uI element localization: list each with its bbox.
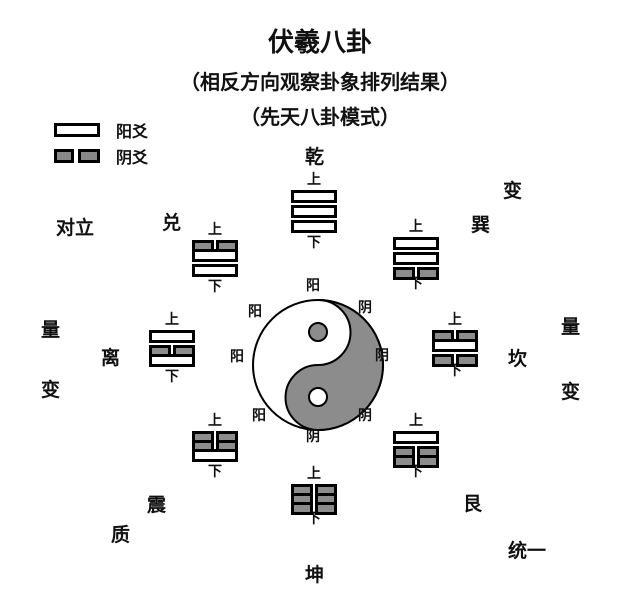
- yin-line-icon: [291, 484, 337, 497]
- yin-line-icon: [432, 330, 478, 343]
- annotation-change-right: 变: [561, 381, 581, 403]
- legend-yin-label: 阴爻: [116, 148, 149, 167]
- yin-line-icon: [192, 431, 238, 444]
- label-top: 上: [208, 413, 222, 429]
- trigram-name-zhen: 震: [147, 494, 167, 516]
- yang-line-icon: [393, 431, 439, 444]
- yin-line-icon: [149, 345, 195, 358]
- subtitle-observation: （相反方向观察卦象排列结果）: [180, 70, 460, 94]
- yang-line-icon: [192, 249, 238, 262]
- label-bottom: 下: [307, 511, 321, 527]
- subtitle-mode: （先天八卦模式）: [240, 105, 400, 129]
- trigram-dui: 上 下: [192, 222, 238, 295]
- label-top: 上: [165, 312, 179, 328]
- ring-label-top-left: 阳: [248, 304, 262, 320]
- yin-line-icon: [192, 240, 238, 253]
- label-top: 上: [409, 219, 423, 235]
- yang-line-icon: [291, 190, 337, 203]
- ring-label-left: 阳: [230, 349, 244, 365]
- trigram-gen: 上 下: [393, 413, 439, 480]
- label-bottom: 下: [165, 369, 179, 385]
- ring-label-right: 阴: [375, 348, 389, 364]
- yin-line-right-icon: [78, 149, 100, 163]
- annotation-change-top: 变: [503, 180, 523, 202]
- yin-line-icon: [432, 354, 478, 367]
- label-top: 上: [409, 413, 423, 429]
- yang-line-icon: [149, 354, 195, 367]
- yin-line-left-icon: [54, 149, 74, 163]
- label-top: 上: [307, 172, 321, 188]
- trigram-name-kan: 坎: [508, 348, 528, 370]
- label-top: 上: [307, 466, 321, 482]
- annotation-unity: 统一: [508, 540, 547, 562]
- yang-line-icon: [291, 205, 337, 218]
- trigram-name-xun: 巽: [471, 214, 491, 236]
- yin-yang-icon: [252, 299, 384, 432]
- ring-label-bottom-left: 阳: [252, 408, 266, 424]
- label-bottom: 下: [409, 464, 423, 480]
- trigram-name-kun: 坤: [305, 564, 325, 586]
- ring-label-bottom-right: 阴: [358, 408, 372, 424]
- annotation-quality: 质: [111, 524, 131, 546]
- yang-line-icon: [192, 264, 238, 277]
- trigram-name-qian: 乾: [305, 146, 325, 168]
- label-top: 上: [448, 312, 462, 328]
- yang-line-icon: [393, 252, 439, 265]
- label-bottom: 下: [307, 235, 321, 251]
- trigram-name-li: 离: [101, 347, 121, 369]
- ring-label-top-right: 阴: [358, 300, 372, 316]
- yin-line-icon: [393, 455, 439, 468]
- yang-line-icon: [192, 449, 238, 462]
- label-bottom: 下: [448, 363, 462, 379]
- legend-yang-label: 阳爻: [116, 122, 149, 141]
- yin-line-icon: [192, 440, 238, 453]
- ring-label-bottom: 阴: [306, 429, 320, 445]
- yang-line-icon: [291, 220, 337, 233]
- annotation-quantity-left: 量: [41, 319, 61, 341]
- yang-line-icon: [149, 330, 195, 343]
- ring-label-top: 阳: [306, 278, 320, 294]
- yang-line-icon: [54, 123, 100, 137]
- trigram-kan: 上 下: [432, 312, 478, 379]
- yang-line-icon: [393, 237, 439, 250]
- label-bottom: 下: [409, 276, 423, 292]
- yin-line-icon: [291, 493, 337, 506]
- trigram-kun: 上 下: [291, 466, 337, 527]
- trigram-name-gen: 艮: [463, 493, 483, 515]
- annotation-change-left: 变: [41, 379, 61, 401]
- diagram-title: 伏羲八卦: [267, 28, 372, 58]
- annotation-opposition: 对立: [56, 217, 95, 239]
- trigram-name-dui: 兑: [162, 212, 182, 234]
- yin-line-icon: [291, 502, 337, 515]
- trigram-xun: 上 下: [393, 219, 439, 292]
- yang-line-icon: [432, 339, 478, 352]
- yin-line-icon: [393, 267, 439, 280]
- label-bottom: 下: [208, 279, 222, 295]
- trigram-li: 上 下: [149, 312, 195, 385]
- trigram-zhen: 上 下: [192, 413, 238, 480]
- trigram-qian: 上 下: [291, 172, 337, 251]
- label-top: 上: [208, 222, 222, 238]
- label-bottom: 下: [208, 464, 222, 480]
- annotation-quantity-right: 量: [561, 316, 581, 338]
- yin-line-icon: [393, 446, 439, 459]
